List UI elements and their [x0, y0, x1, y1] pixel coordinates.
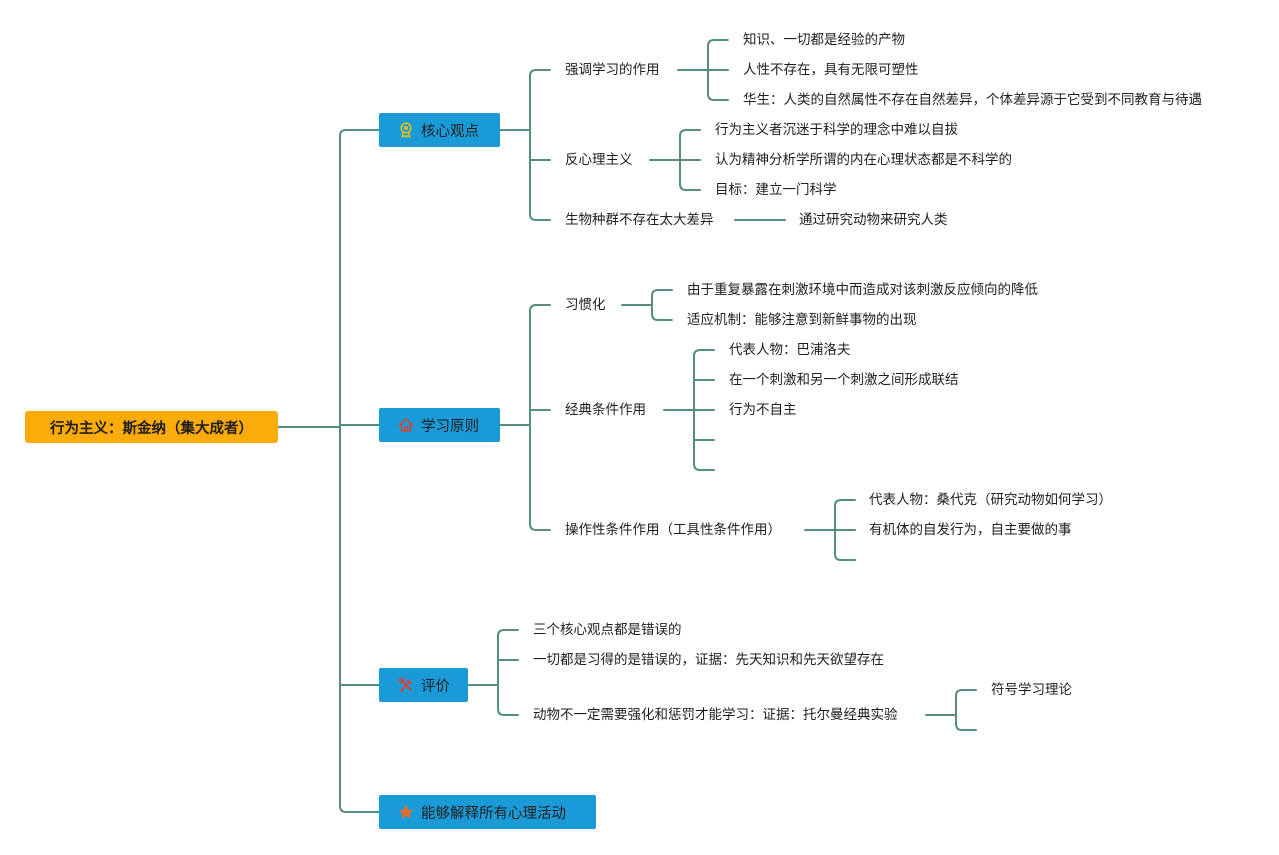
subtopic-habituation[interactable]: 习惯化	[565, 297, 606, 313]
subtopic-anti-mentalism[interactable]: 反心理主义	[565, 152, 633, 168]
branch-core-views[interactable]: 核心观点	[379, 113, 500, 147]
root-topic[interactable]: 行为主义：斯金纳（集大成者）	[25, 411, 278, 443]
leaf-topic[interactable]: 认为精神分析学所谓的内在心理状态都是不科学的	[715, 152, 1012, 168]
branch-label: 能够解释所有心理活动	[421, 805, 566, 822]
leaf-topic[interactable]: 目标：建立一门科学	[715, 182, 837, 198]
leaf-topic[interactable]: 行为主义者沉迷于科学的理念中难以自拔	[715, 122, 958, 138]
branch-evaluation[interactable]: 评价	[379, 668, 468, 702]
connector-line	[529, 69, 551, 221]
leaf-topic[interactable]: 适应机制：能够注意到新鲜事物的出现	[687, 312, 917, 328]
connector-line	[529, 304, 551, 531]
leaf-topic[interactable]: 通过研究动物来研究人类	[799, 212, 948, 228]
leaf-topic[interactable]: 符号学习理论	[991, 682, 1072, 698]
subtopic-tolman-experiment[interactable]: 动物不一定需要强化和惩罚才能学习：证据：托尔曼经典实验	[533, 707, 898, 723]
branch-label: 学习原则	[421, 418, 479, 435]
connector-line	[955, 689, 977, 731]
subtopic-all-learned-wrong[interactable]: 一切都是习得的是错误的，证据：先天知识和先天欲望存在	[533, 652, 884, 668]
branch-explain-all-mental-activity[interactable]: 能够解释所有心理活动	[379, 795, 596, 829]
subtopic-classical-conditioning[interactable]: 经典条件作用	[565, 402, 646, 418]
root-topic-label: 行为主义：斯金纳（集大成者）	[50, 420, 253, 437]
leaf-topic[interactable]: 行为不自主	[729, 402, 797, 418]
house-icon	[398, 417, 414, 433]
connector-line	[497, 629, 519, 716]
connector-line	[651, 289, 673, 321]
subtopic-emphasize-learning[interactable]: 强调学习的作用	[565, 62, 660, 78]
leaf-topic[interactable]: 华生：人类的自然属性不存在自然差异，个体差异源于它受到不同教育与待遇	[743, 92, 1202, 108]
branch-learning-principles[interactable]: 学习原则	[379, 408, 500, 442]
subtopic-species-difference[interactable]: 生物种群不存在太大差异	[565, 212, 714, 228]
leaf-topic[interactable]: 有机体的自发行为，自主要做的事	[869, 522, 1072, 538]
subtopic-operant-conditioning[interactable]: 操作性条件作用（工具性条件作用）	[565, 522, 781, 538]
leaf-topic[interactable]: 代表人物：桑代克（研究动物如何学习）	[869, 492, 1112, 508]
connector-line	[339, 129, 380, 813]
star-icon	[398, 804, 414, 820]
branch-label: 评价	[421, 678, 450, 695]
branch-label: 核心观点	[421, 123, 479, 140]
leaf-topic[interactable]: 在一个刺激和另一个刺激之间形成联结	[729, 372, 959, 388]
subtopic-core-views-wrong[interactable]: 三个核心观点都是错误的	[533, 622, 682, 638]
leaf-topic[interactable]: 知识、一切都是经验的产物	[743, 32, 905, 48]
leaf-topic[interactable]: 代表人物：巴浦洛夫	[729, 342, 851, 358]
leaf-topic[interactable]: 人性不存在，具有无限可塑性	[743, 62, 919, 78]
leaf-topic[interactable]: 由于重复暴露在刺激环境中而造成对该刺激反应倾向的降低	[687, 282, 1038, 298]
award-ribbon-icon	[398, 122, 414, 138]
tools-icon	[398, 677, 414, 693]
